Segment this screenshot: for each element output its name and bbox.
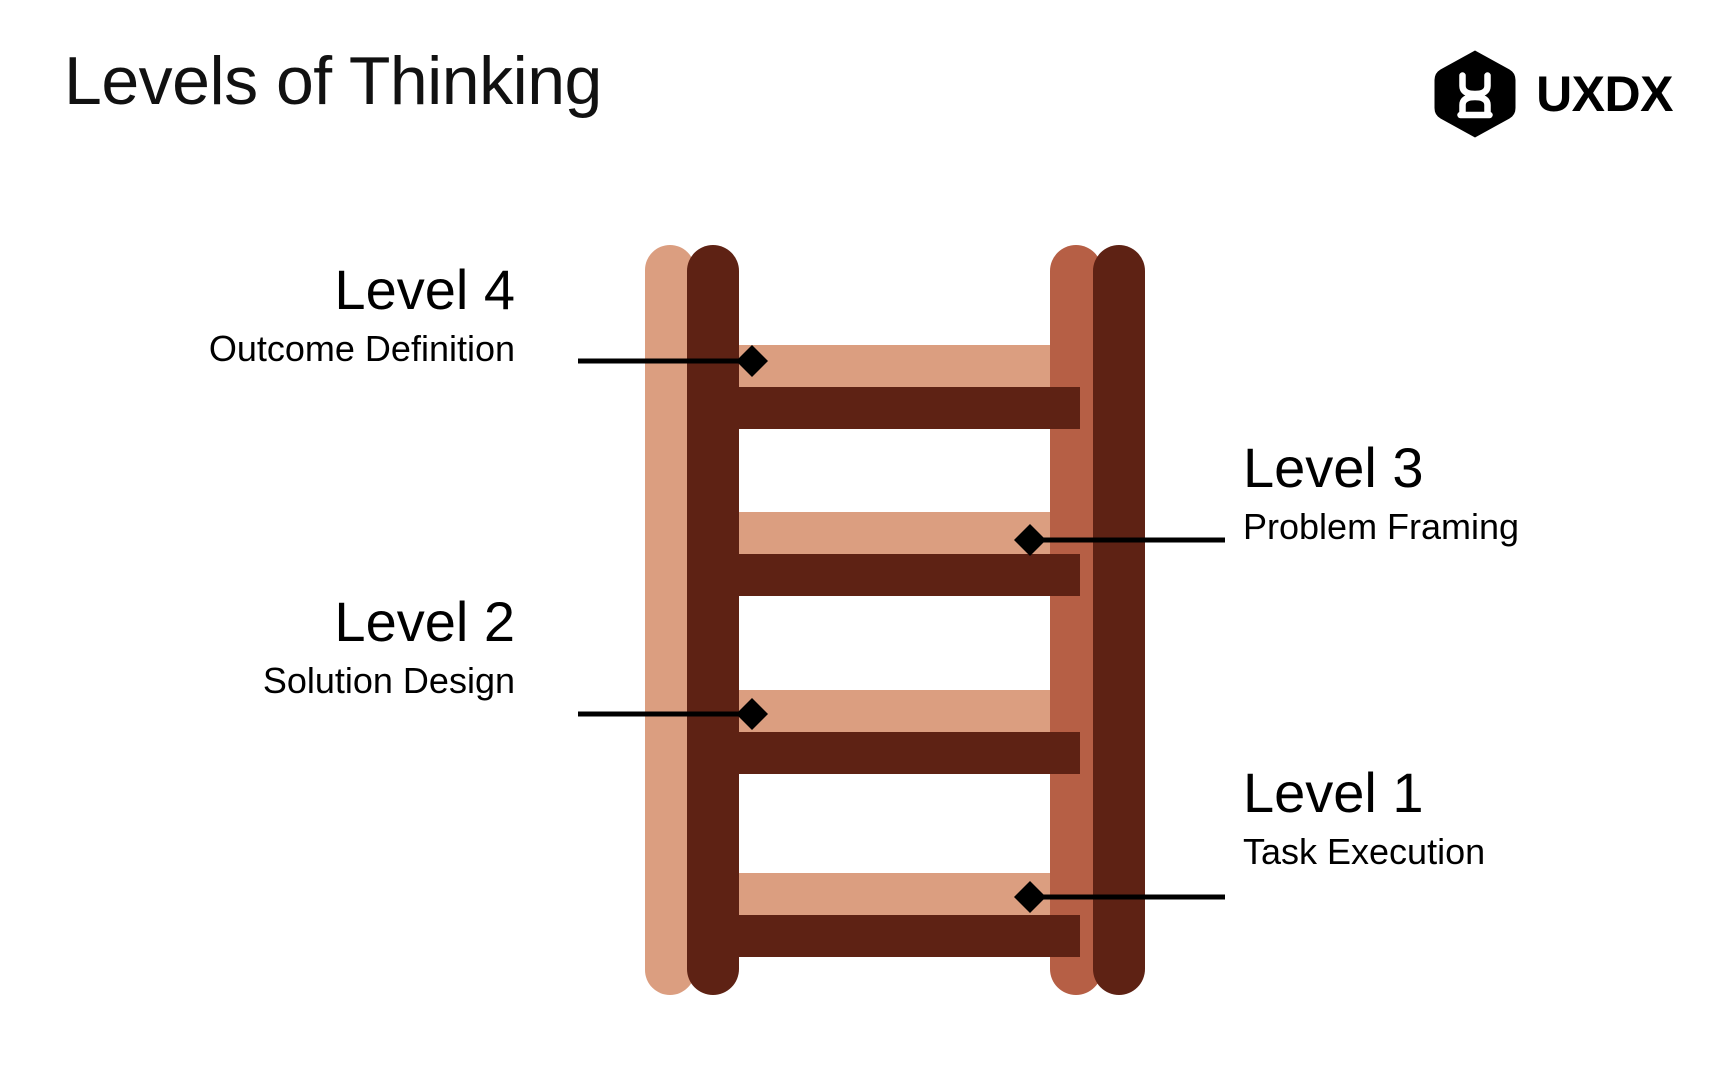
marker-diamond-level-3 [1014, 524, 1046, 556]
rung-dark-3 [690, 554, 1080, 596]
marker-diamond-level-1 [1014, 881, 1046, 913]
rail-right-dark [1093, 245, 1145, 995]
rail-right-mid [1050, 245, 1102, 995]
rung-dark-group [690, 387, 1080, 957]
rail-left-dark [687, 245, 739, 995]
uxdx-hexagon-logo-icon [1434, 50, 1516, 138]
level-3-title: Level 3 [1243, 436, 1424, 499]
brand-logo: UXDX [1434, 50, 1673, 138]
rail-left-light [645, 245, 695, 995]
leader-group [578, 358, 1225, 900]
rung-dark-2 [690, 732, 1080, 774]
rung-light-4 [660, 345, 1050, 387]
rung-dark-4 [690, 387, 1080, 429]
rung-dark-1 [690, 915, 1080, 957]
level-4-title: Level 4 [334, 258, 515, 321]
rung-light-2 [660, 690, 1050, 732]
level-2-title: Level 2 [334, 590, 515, 653]
level-1-subtitle: Task Execution [1243, 831, 1486, 872]
callout-level-4: Level 4 Outcome Definition [209, 262, 515, 368]
rung-light-3 [660, 512, 1050, 554]
marker-diamond-level-4 [736, 345, 768, 377]
marker-diamond-level-2 [736, 698, 768, 730]
callout-level-2: Level 2 Solution Design [263, 594, 515, 700]
rung-light-group [660, 345, 1050, 915]
level-2-subtitle: Solution Design [262, 660, 515, 701]
callout-level-1: Level 1 Task Execution [1243, 765, 1485, 871]
level-4-subtitle: Outcome Definition [208, 328, 515, 369]
callout-level-3: Level 3 Problem Framing [1243, 440, 1519, 546]
brand-wordmark: UXDX [1536, 66, 1673, 122]
page-title: Levels of Thinking [64, 43, 602, 119]
level-1-title: Level 1 [1243, 761, 1424, 824]
rung-light-1 [660, 873, 1050, 915]
leader-marker-group [736, 345, 1046, 913]
level-3-subtitle: Problem Framing [1243, 506, 1520, 547]
